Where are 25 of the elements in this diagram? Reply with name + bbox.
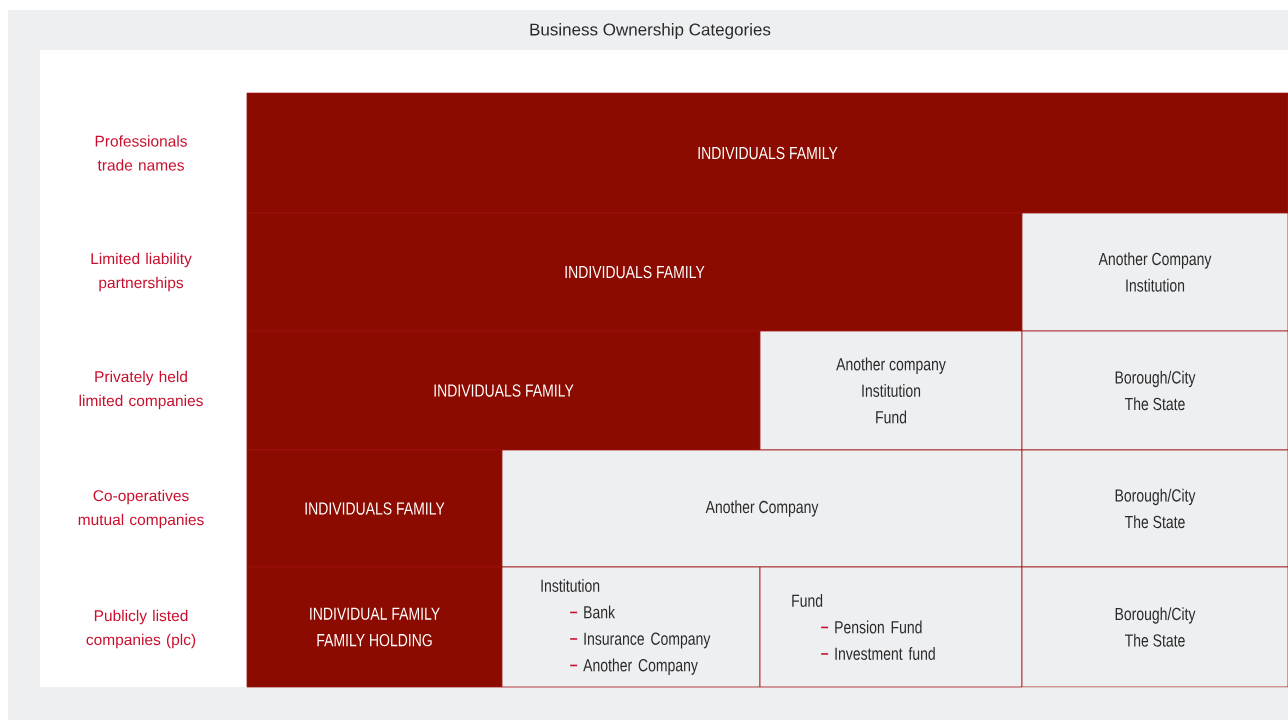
chart-title: Business Ownership Categories (530, 23, 771, 39)
ownership-cell: Borough/City The State (1021, 566, 1288, 688)
node-label: INDIVIDUALS FAMILY (698, 146, 838, 160)
ownership-cell: Institution Bank Insurance Company Another Company (501, 566, 761, 688)
ownership-cell: INDIVIDUALS FAMILY (246, 449, 503, 568)
ownership-cell: Borough/City The State (1021, 449, 1288, 568)
ownership-cell: Borough/City The State (1021, 330, 1288, 451)
ownership-cell: INDIVIDUALS FAMILY (246, 92, 1288, 214)
node-label: Borough/City (1115, 488, 1196, 506)
row-label: Limited liability partnerships (91, 252, 192, 292)
row-label: Publicly listed companies (plc) (86, 609, 196, 649)
node-label: Another Company (1098, 252, 1212, 269)
ownership-cell: INDIVIDUALS FAMILY (246, 212, 1023, 332)
node-label: Borough/City (1115, 370, 1196, 388)
row-label: Professionals trade names (95, 135, 187, 171)
node-label: The State (1124, 515, 1185, 529)
ownership-cell: INDIVIDUAL FAMILY FAMILY HOLDING (246, 566, 503, 688)
ownership-cell: Another company Institution Fund (759, 330, 1023, 451)
ownership-cell: Another Company Institution (1021, 212, 1288, 332)
row-label: Privately held limited companies (79, 370, 203, 410)
node-label: The State (1124, 397, 1185, 411)
node-label: Institution (1126, 278, 1185, 292)
row-label: Co-operatives mutual companies (78, 489, 204, 529)
ownership-cell: Another Company (501, 449, 1023, 568)
ownership-cell: Fund Pension Fund Investment fund (759, 566, 1023, 688)
